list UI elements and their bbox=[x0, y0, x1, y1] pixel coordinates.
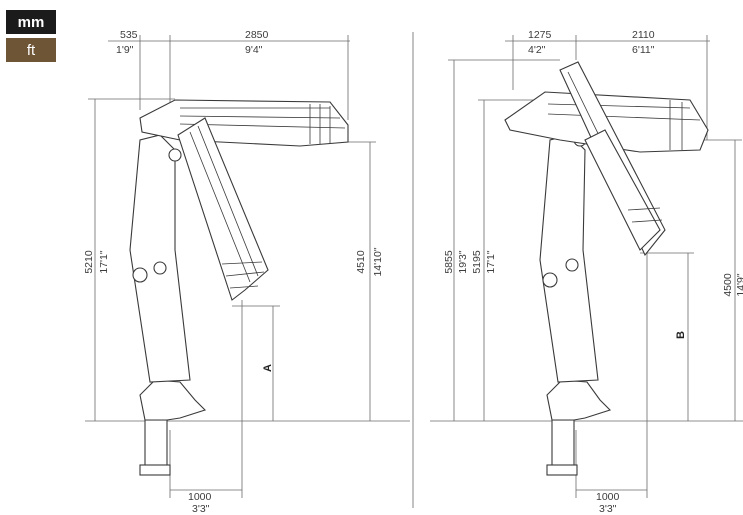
left-dim-2850-ft: 9'4" bbox=[245, 44, 263, 56]
left-bottom-mm: 1000 bbox=[188, 491, 212, 503]
left-folded-seg-3 bbox=[229, 285, 259, 289]
left-height-mm: 5210 bbox=[83, 250, 95, 274]
right-crane-outline bbox=[504, 61, 709, 476]
right-marker-b: B bbox=[675, 331, 687, 339]
right-dim-2110-ft: 6'11" bbox=[632, 44, 655, 56]
right-second-height-mm: 5195 bbox=[471, 250, 483, 274]
left-bottom-ft: 3'3" bbox=[192, 503, 210, 515]
left-dim-2850-mm: 2850 bbox=[245, 29, 269, 41]
right-crane-base bbox=[551, 419, 575, 471]
right-crane-column bbox=[539, 134, 599, 383]
right-diagram: 1275 4'2" 2110 6'11" 5855 19'3" 5195 17'… bbox=[430, 29, 743, 515]
left-folded-seg-2 bbox=[225, 271, 265, 277]
left-crane-joint-3 bbox=[168, 148, 182, 162]
left-dim-535-mm: 535 bbox=[120, 29, 138, 41]
left-marker-a: A bbox=[262, 364, 274, 372]
left-boom-line-2 bbox=[179, 115, 341, 119]
left-folded-line-1 bbox=[189, 131, 251, 283]
left-crane-joint-1 bbox=[132, 267, 148, 283]
right-crane-slewing bbox=[546, 379, 612, 421]
left-diagram: 535 1'9" 2850 9'4" 5210 17'1" 4510 14'10… bbox=[83, 29, 410, 515]
left-crane-joint-2 bbox=[153, 261, 167, 275]
left-crane-foot bbox=[139, 464, 171, 476]
left-boom-height-mm: 4510 bbox=[355, 250, 367, 274]
right-height-ft: 19'3" bbox=[457, 250, 469, 274]
right-crane-folded-boom bbox=[584, 129, 661, 251]
right-dim-2110-mm: 2110 bbox=[632, 29, 655, 41]
left-folded-line-2 bbox=[197, 125, 259, 277]
right-dim-1275-mm: 1275 bbox=[528, 29, 552, 41]
right-boom-line-2 bbox=[547, 113, 701, 121]
right-second-height-ft: 17'1" bbox=[485, 250, 497, 274]
left-folded-seg-1 bbox=[221, 261, 263, 265]
right-dim-1275-ft: 4'2" bbox=[528, 44, 546, 56]
left-crane-base bbox=[144, 419, 168, 471]
right-bottom-ft: 3'3" bbox=[599, 503, 617, 515]
left-crane-outline bbox=[129, 99, 349, 476]
unit-ft-legend: ft bbox=[6, 38, 56, 62]
right-crane-joint-1 bbox=[542, 272, 558, 288]
left-crane-folded-boom bbox=[177, 117, 269, 301]
right-folded-seg-2 bbox=[631, 219, 663, 223]
right-folded-seg-1 bbox=[627, 207, 661, 211]
left-crane-horizontal-boom bbox=[139, 99, 349, 147]
right-boom-height-ft: 14'9" bbox=[735, 273, 743, 297]
left-crane-column bbox=[129, 134, 191, 383]
right-crane-joint-2 bbox=[565, 258, 579, 272]
right-bottom-mm: 1000 bbox=[596, 491, 620, 503]
unit-mm-legend: mm bbox=[6, 10, 56, 34]
right-boom-line-1 bbox=[547, 103, 691, 109]
left-dim-535-ft: 1'9" bbox=[116, 44, 134, 56]
right-height-mm: 5855 bbox=[443, 250, 455, 274]
left-boom-height-ft: 14'10" bbox=[372, 247, 384, 276]
right-crane-foot bbox=[546, 464, 578, 476]
left-crane-slewing bbox=[139, 379, 207, 421]
left-height-ft: 17'1" bbox=[98, 250, 110, 274]
right-boom-height-mm: 4500 bbox=[722, 273, 734, 297]
